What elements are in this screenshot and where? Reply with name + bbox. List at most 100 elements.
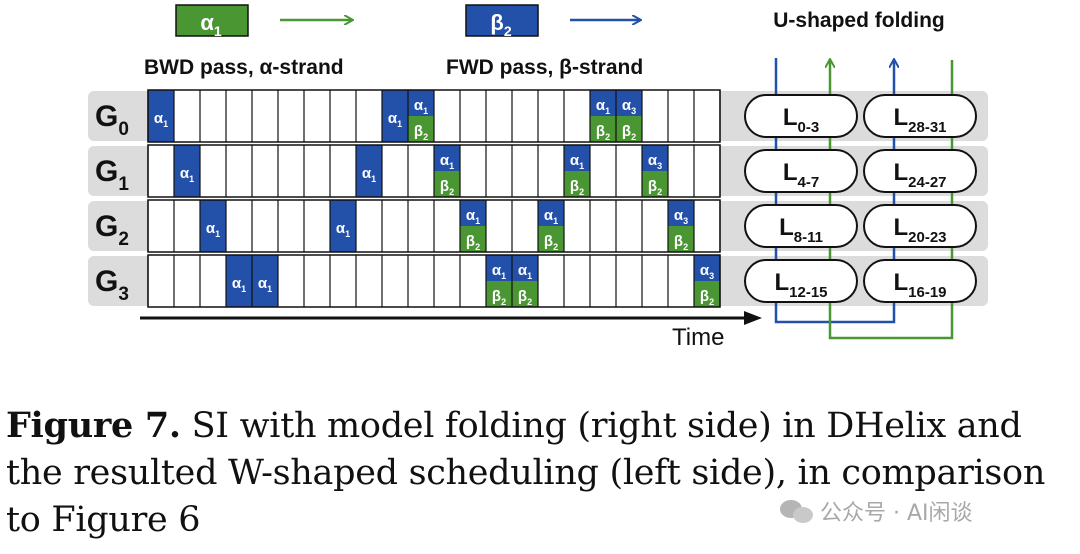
alpha-cell-label: α1 — [414, 97, 428, 116]
alpha-cell — [382, 90, 408, 142]
alpha-cell — [252, 255, 278, 307]
alpha-cell — [356, 145, 382, 197]
layer-pill — [744, 94, 858, 138]
beta-cell — [590, 116, 616, 142]
beta-cell — [616, 116, 642, 142]
beta-cell — [460, 226, 486, 252]
alpha-cell — [148, 90, 174, 142]
alpha-cell-label: α1 — [154, 110, 168, 129]
beta-cell — [642, 171, 668, 197]
beta-cell-label: β2 — [570, 178, 584, 197]
alpha-cell-label: α1 — [206, 220, 220, 239]
alpha-cell — [668, 200, 694, 226]
alpha-cell-label: α3 — [674, 207, 688, 226]
green-folding-path — [830, 60, 954, 340]
alpha-cell — [694, 255, 720, 281]
alpha-cell-label: α1 — [518, 262, 532, 281]
alpha-cell — [590, 90, 616, 116]
alpha-cell-label: α1 — [258, 275, 272, 294]
layer-label: L4-7 — [783, 159, 819, 191]
legend-alpha-label: α1 — [200, 10, 222, 39]
layer-label: L16-19 — [893, 269, 946, 301]
watermark: 公众号 · AI闲谈 — [780, 495, 973, 527]
layer-pill — [863, 94, 977, 138]
beta-cell-label: β2 — [700, 288, 714, 307]
wechat-icon — [780, 498, 814, 524]
schedule-grid: α1 α1 α1 β2 α1 β2 α3 β2 α1 α1 α1 β2 α1 β2 α3 β2 α1 α1 α1 β2… — [147, 89, 721, 308]
beta-cell-label: β2 — [518, 288, 532, 307]
gpu-label: G0 — [95, 100, 129, 140]
layer-label: L8-11 — [779, 214, 823, 246]
time-axis: Time — [140, 311, 762, 351]
beta-cell-label: β2 — [440, 178, 454, 197]
beta-cell — [434, 171, 460, 197]
layer-label: L0-3 — [783, 104, 819, 136]
layer-label: L24-27 — [893, 159, 946, 191]
layer-label: L28-31 — [893, 104, 946, 136]
alpha-cell-label: α1 — [336, 220, 350, 239]
grid-row-border — [147, 199, 721, 253]
beta-cell — [564, 171, 590, 197]
legend-beta-label: β2 — [490, 10, 511, 39]
beta-cell-label: β2 — [596, 123, 610, 142]
alpha-cell — [486, 255, 512, 281]
alpha-cell-label: α3 — [700, 262, 714, 281]
caption-text: SI with model folding (right side) in DH… — [6, 406, 1046, 540]
beta-cell-label: β2 — [466, 233, 480, 252]
beta-cell — [486, 281, 512, 307]
fwd-pass-label: FWD pass, β-strand — [446, 56, 643, 79]
alpha-cell-label: α1 — [596, 97, 610, 116]
grid-row-border — [147, 89, 721, 143]
beta-cell — [512, 281, 538, 307]
alpha-cell-label: α1 — [466, 207, 480, 226]
grid-row-border — [147, 144, 721, 198]
alpha-cell — [642, 145, 668, 171]
beta-cell — [538, 226, 564, 252]
alpha-cell — [512, 255, 538, 281]
gpu-label: G2 — [95, 210, 129, 250]
alpha-cell — [460, 200, 486, 226]
alpha-cell — [200, 200, 226, 252]
beta-cell — [694, 281, 720, 307]
alpha-cell-label: α1 — [388, 110, 402, 129]
legend-alpha-box — [175, 4, 249, 37]
beta-cell-label: β2 — [492, 288, 506, 307]
figure-caption: Figure 7. SI with model folding (right s… — [6, 402, 1076, 544]
gpu-label: G3 — [95, 265, 129, 305]
alpha-cell-label: α1 — [570, 152, 584, 171]
layer-label: L20-23 — [893, 214, 946, 246]
layer-pill — [863, 204, 977, 248]
beta-cell-label: β2 — [622, 123, 636, 142]
alpha-cell-label: α1 — [362, 165, 376, 184]
alpha-cell-label: α1 — [180, 165, 194, 184]
alpha-cell — [434, 145, 460, 171]
alpha-cell-label: α1 — [232, 275, 246, 294]
bwd-pass-label: BWD pass, α-strand — [144, 56, 344, 79]
layer-pill — [744, 259, 858, 303]
alpha-cell-label: α1 — [492, 262, 506, 281]
beta-cell-label: β2 — [544, 233, 558, 252]
folding-title: U-shaped folding — [773, 9, 945, 32]
layer-pill — [863, 259, 977, 303]
legend-beta-box — [465, 4, 539, 37]
time-label: Time — [672, 324, 724, 351]
beta-cell — [668, 226, 694, 252]
alpha-cell — [174, 145, 200, 197]
alpha-cell — [564, 145, 590, 171]
caption-figure-number: Figure 7. — [6, 405, 181, 446]
alpha-cell — [538, 200, 564, 226]
grid-row-border — [147, 254, 721, 308]
alpha-cell-label: α3 — [648, 152, 662, 171]
beta-cell-label: β2 — [648, 178, 662, 197]
alpha-cell-label: α1 — [544, 207, 558, 226]
layer-pill — [744, 204, 858, 248]
time-axis-arrowhead — [744, 311, 762, 325]
watermark-text: 公众号 · AI闲谈 — [820, 501, 973, 526]
alpha-cell — [226, 255, 252, 307]
layer-pill — [863, 149, 977, 193]
alpha-cell — [408, 90, 434, 116]
